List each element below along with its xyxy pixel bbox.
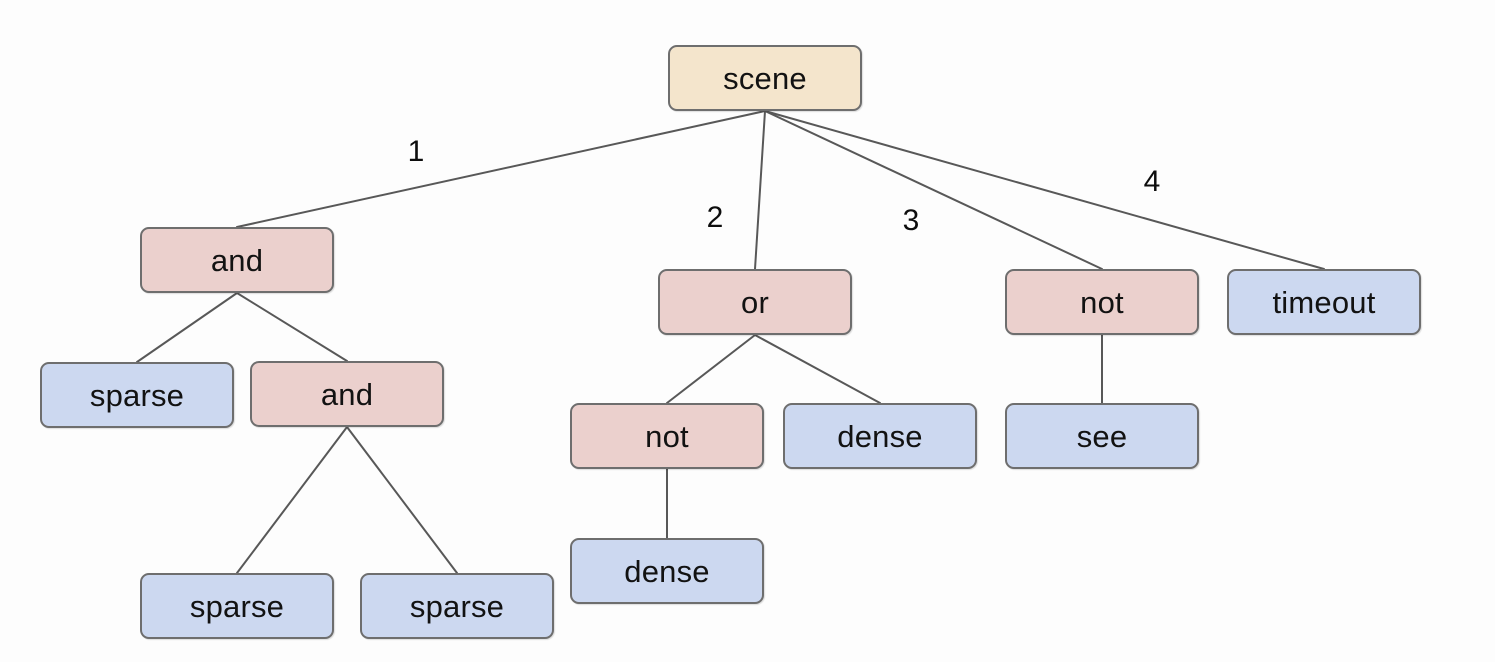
tree-edge xyxy=(236,292,348,362)
tree-node-scene[interactable]: scene xyxy=(668,45,862,111)
edge-label-4: 4 xyxy=(1143,165,1161,198)
tree-node-sparse3[interactable]: sparse xyxy=(360,573,554,639)
tree-edge xyxy=(754,334,881,404)
tree-edge xyxy=(136,292,238,363)
tree-node-dense2[interactable]: dense xyxy=(570,538,764,604)
tree-node-see1[interactable]: see xyxy=(1005,403,1199,469)
tree-edge xyxy=(764,110,1103,270)
edge-label-2: 2 xyxy=(706,201,724,234)
tree-edge xyxy=(236,426,348,574)
tree-node-sparse1[interactable]: sparse xyxy=(40,362,234,428)
tree-node-not2[interactable]: not xyxy=(570,403,764,469)
tree-node-and1[interactable]: and xyxy=(140,227,334,293)
tree-node-dense1[interactable]: dense xyxy=(783,403,977,469)
tree-edge xyxy=(754,110,766,270)
tree-edge xyxy=(346,426,458,574)
tree-edge xyxy=(764,110,1325,270)
edge-label-1: 1 xyxy=(407,135,425,168)
tree-node-or1[interactable]: or xyxy=(658,269,852,335)
tree-node-not1[interactable]: not xyxy=(1005,269,1199,335)
tree-node-sparse2[interactable]: sparse xyxy=(140,573,334,639)
tree-node-and2[interactable]: and xyxy=(250,361,444,427)
tree-node-timeout1[interactable]: timeout xyxy=(1227,269,1421,335)
edge-label-3: 3 xyxy=(902,204,920,237)
tree-edge xyxy=(236,110,766,228)
tree-edge xyxy=(666,334,756,404)
